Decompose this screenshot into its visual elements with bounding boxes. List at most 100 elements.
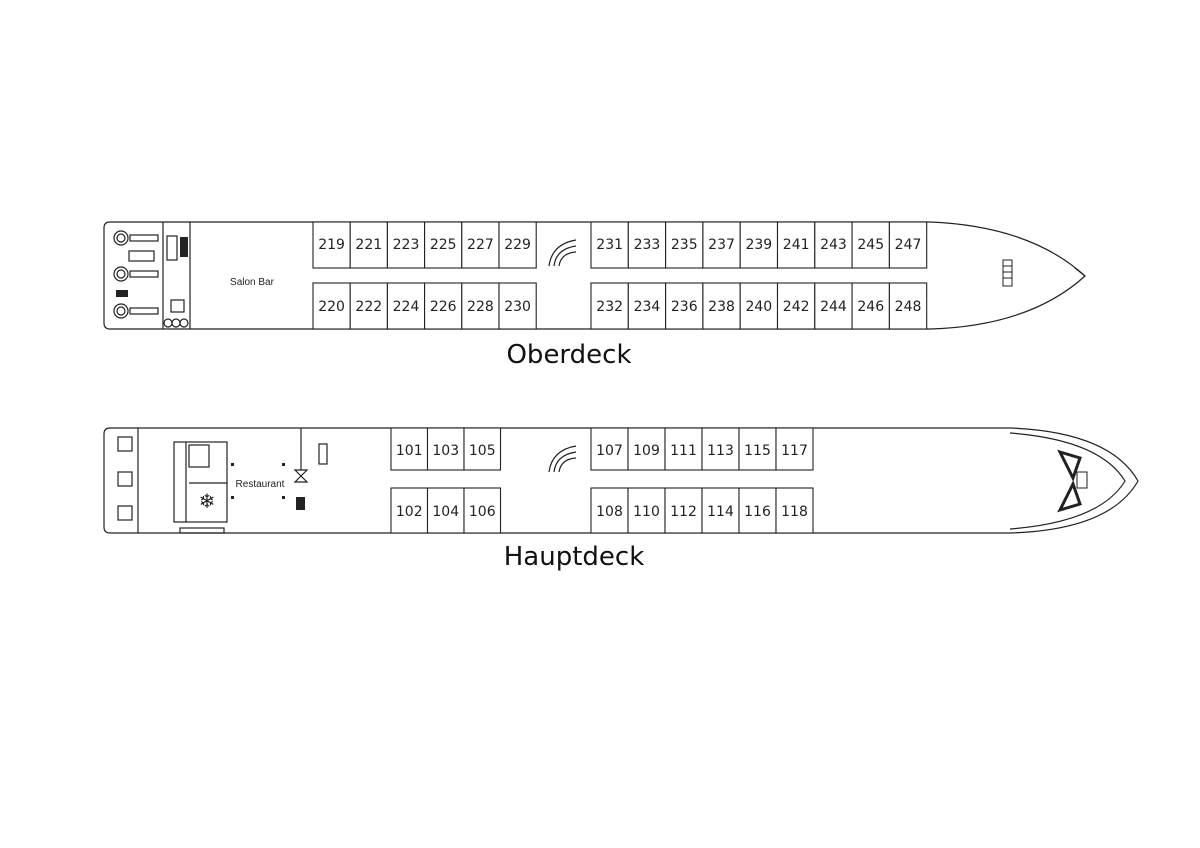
cabin-226[interactable]: 226 (424, 282, 463, 330)
cabin-233[interactable]: 233 (627, 221, 667, 269)
cabin-number: 113 (707, 443, 734, 459)
cabin-102[interactable]: 102 (390, 487, 429, 534)
cabin-number: 234 (634, 299, 661, 315)
cabin-number: 118 (781, 504, 808, 520)
cabin-outline (888, 282, 928, 330)
cabin-number: 115 (744, 443, 771, 459)
cabin-outline (390, 427, 429, 471)
room-label-salon-bar: Salon Bar (230, 277, 275, 288)
cabin-103[interactable]: 103 (426, 427, 465, 471)
cabin-229[interactable]: 229 (498, 221, 537, 269)
cabin-237[interactable]: 237 (702, 221, 741, 269)
cabin-110[interactable]: 110 (627, 487, 666, 534)
cabin-number: 112 (670, 504, 697, 520)
cabin-outline (665, 282, 704, 330)
cabin-number: 117 (781, 443, 808, 459)
cabin-248[interactable]: 248 (888, 282, 928, 330)
cabin-222[interactable]: 222 (349, 282, 388, 330)
cabin-101[interactable]: 101 (390, 427, 429, 471)
cabin-outline (498, 282, 537, 330)
cabin-231[interactable]: 231 (590, 221, 629, 269)
cabin-108[interactable]: 108 (590, 487, 629, 534)
cabin-118[interactable]: 118 (775, 487, 814, 534)
cabin-outline (349, 282, 388, 330)
cabin-116[interactable]: 116 (738, 487, 777, 534)
cabin-number: 220 (318, 299, 345, 315)
cabin-221[interactable]: 221 (349, 221, 388, 269)
cabin-number: 244 (820, 299, 847, 315)
cabin-number: 231 (596, 237, 623, 253)
cabin-outline (665, 221, 704, 269)
cabin-outline (776, 282, 816, 330)
cabin-106[interactable]: 106 (463, 487, 502, 534)
cabin-number: 233 (634, 237, 661, 253)
cabin-223[interactable]: 223 (386, 221, 426, 269)
cabin-number: 227 (467, 237, 494, 253)
cabin-225[interactable]: 225 (424, 221, 463, 269)
cabin-109[interactable]: 109 (627, 427, 666, 471)
cabin-240[interactable]: 240 (739, 282, 779, 330)
cabin-outline (851, 282, 890, 330)
cabin-236[interactable]: 236 (665, 282, 704, 330)
cabin-number: 111 (670, 443, 697, 459)
cabin-number: 116 (744, 504, 771, 520)
cabin-number: 219 (318, 237, 345, 253)
cabin-247[interactable]: 247 (888, 221, 928, 269)
cabin-number: 109 (633, 443, 660, 459)
cabin-241[interactable]: 241 (776, 221, 816, 269)
cabin-number: 236 (671, 299, 698, 315)
cabin-number: 108 (596, 504, 623, 520)
cabin-number: 105 (469, 443, 496, 459)
cabin-228[interactable]: 228 (461, 282, 500, 330)
cabin-number: 229 (504, 237, 531, 253)
cabin-outline (664, 427, 703, 471)
cabin-224[interactable]: 224 (386, 282, 426, 330)
cabin-104[interactable]: 104 (426, 487, 465, 534)
cabin-number: 224 (393, 299, 420, 315)
cabin-112[interactable]: 112 (664, 487, 703, 534)
cabin-244[interactable]: 244 (814, 282, 853, 330)
deck-title-hauptdeck: Hauptdeck (503, 542, 645, 572)
cabin-outline (775, 427, 814, 471)
cabin-246[interactable]: 246 (851, 282, 890, 330)
cabin-238[interactable]: 238 (702, 282, 741, 330)
cabin-107[interactable]: 107 (590, 427, 629, 471)
cabin-outline (312, 282, 351, 330)
cabin-239[interactable]: 239 (739, 221, 779, 269)
staircase-icon (548, 445, 577, 473)
cabin-number: 107 (596, 443, 623, 459)
staircase-icon (548, 239, 577, 267)
cabin-number: 222 (355, 299, 382, 315)
cabin-219[interactable]: 219 (312, 221, 351, 269)
elevator-icon (1002, 259, 1013, 287)
cabin-number: 103 (432, 443, 459, 459)
cabin-outline (461, 221, 500, 269)
cabin-111[interactable]: 111 (664, 427, 703, 471)
cabin-242[interactable]: 242 (776, 282, 816, 330)
cabin-outline (701, 487, 740, 534)
cabin-outline (590, 487, 629, 534)
cabin-114[interactable]: 114 (701, 487, 740, 534)
cabin-234[interactable]: 234 (627, 282, 667, 330)
cabin-243[interactable]: 243 (814, 221, 853, 269)
cabin-245[interactable]: 245 (851, 221, 890, 269)
cabin-227[interactable]: 227 (461, 221, 500, 269)
cabin-113[interactable]: 113 (701, 427, 740, 471)
cabin-outline (627, 221, 667, 269)
cabin-number: 102 (396, 504, 423, 520)
cabin-235[interactable]: 235 (665, 221, 704, 269)
cabin-number: 246 (857, 299, 884, 315)
cabin-outline (775, 487, 814, 534)
cabin-220[interactable]: 220 (312, 282, 351, 330)
cabin-outline (776, 221, 816, 269)
cabin-115[interactable]: 115 (738, 427, 777, 471)
cabin-number: 104 (432, 504, 459, 520)
cabin-232[interactable]: 232 (590, 282, 629, 330)
cabin-outline (814, 282, 853, 330)
cabin-outline (312, 221, 351, 269)
cabin-105[interactable]: 105 (463, 427, 502, 471)
cabin-outline (738, 427, 777, 471)
cabin-230[interactable]: 230 (498, 282, 537, 330)
cabin-number: 241 (783, 237, 810, 253)
cabin-117[interactable]: 117 (775, 427, 814, 471)
